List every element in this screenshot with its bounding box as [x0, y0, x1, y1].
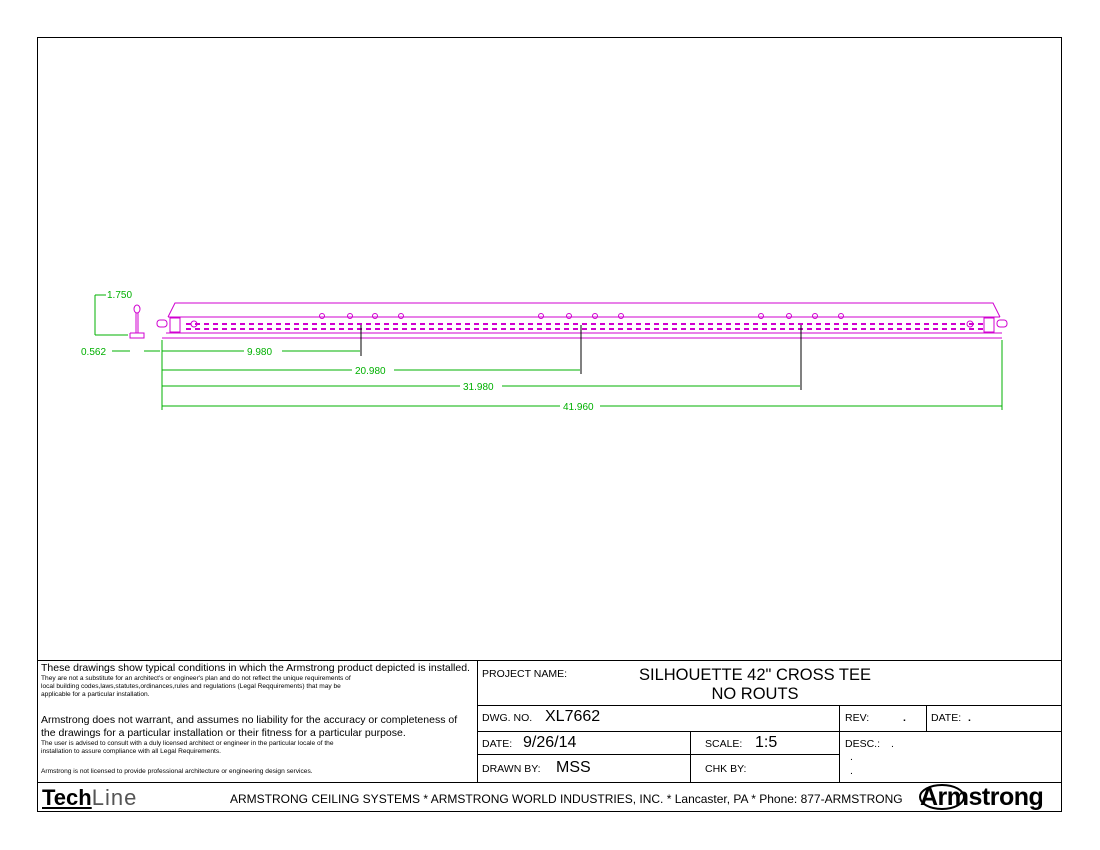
dimension-leaders: [360, 325, 802, 390]
hole: [786, 313, 792, 319]
techline-logo-bold: Tech: [42, 785, 92, 810]
title-block-bottom-border: [37, 782, 1062, 783]
row-divider-3: [477, 754, 839, 755]
cross-tee-elevation: [156, 302, 1008, 339]
tee-top-edge: [167, 302, 1001, 318]
disclaimer-p2-line3: The user is advised to consult with a du…: [41, 740, 334, 747]
end-tab-right: [996, 319, 1008, 328]
hole: [838, 313, 844, 319]
disclaimer-p2-lead-1: Armstrong does not warrant, and assumes …: [41, 714, 458, 726]
desc-extra-2: .: [850, 765, 853, 777]
scale-value: 1:5: [755, 734, 778, 751]
disclaimer-p1-line3: local building codes,laws,statutes,ordin…: [41, 683, 341, 690]
dim-base-label: 0.562: [81, 347, 106, 358]
disclaimer-p1-lead: These drawings show typical conditions i…: [41, 662, 470, 674]
armstrong-logo: Armstrong: [920, 783, 1044, 811]
rev-value: .: [903, 712, 906, 724]
disclaimer-p1-line4: applicable for a particular installation…: [41, 691, 150, 698]
col-divider-scale: [690, 731, 691, 782]
profile-flange: [129, 332, 145, 339]
profile-bulb: [133, 304, 141, 314]
end-hole: [190, 320, 198, 328]
disclaimer-p3: Armstrong is not licensed to provide pro…: [41, 768, 313, 775]
hole: [812, 313, 818, 319]
desc-label: DESC.:: [845, 738, 881, 750]
desc-extra-1: .: [850, 751, 853, 763]
hole: [372, 313, 378, 319]
row-divider-2: [477, 731, 1062, 732]
rev-label: REV:: [845, 712, 870, 724]
scale-label: SCALE:: [705, 738, 743, 750]
dimensions: [94, 294, 1003, 410]
col-divider-rev: [839, 705, 840, 782]
drawn-by-label: DRAWN BY:: [482, 763, 541, 775]
title-block-top-border: [37, 660, 1062, 661]
chk-by-label: CHK BY:: [705, 763, 747, 775]
slot-row: [186, 323, 983, 330]
col-divider-main: [477, 660, 478, 782]
hole: [566, 313, 572, 319]
techline-logo: TechLine: [42, 785, 137, 811]
end-clip-right: [983, 317, 995, 333]
hole: [398, 313, 404, 319]
end-clip-left: [169, 317, 181, 333]
armstrong-logo-swoosh: [919, 784, 965, 810]
hole: [347, 313, 353, 319]
date-label: DATE:: [482, 738, 513, 750]
dim1-label: 9.980: [247, 347, 272, 358]
dim3-label: 31.980: [463, 382, 494, 393]
col-divider-date: [926, 705, 927, 731]
hole: [592, 313, 598, 319]
techline-logo-light: Line: [91, 785, 138, 810]
project-name-line2: NO ROUTS: [711, 685, 799, 703]
disclaimer-p1-line2: They are not a substitute for an archite…: [41, 675, 351, 682]
hole: [319, 313, 325, 319]
project-name-line1: SILHOUETTE 42" CROSS TEE: [638, 666, 872, 684]
desc-value: .: [891, 738, 894, 750]
dim4-label: 41.960: [563, 402, 594, 413]
dwg-no-value: XL7662: [545, 708, 601, 725]
dimension-labels: 1.750 0.562 9.980 20.980 31.980 41.960: [81, 290, 594, 413]
company-info: ARMSTRONG CEILING SYSTEMS * ARMSTRONG WO…: [230, 792, 903, 806]
hole: [618, 313, 624, 319]
disclaimer-p2-lead-2: the drawings for a particular installati…: [41, 727, 406, 739]
dwg-no-label: DWG. NO.: [482, 712, 533, 724]
dim2-label: 20.980: [355, 366, 386, 377]
end-hole: [966, 320, 974, 328]
dim-height-label: 1.750: [107, 290, 132, 301]
hole: [538, 313, 544, 319]
hole: [758, 313, 764, 319]
drawing-sheet: [37, 37, 1062, 812]
end-tab-left: [156, 319, 168, 328]
hole-row: [190, 313, 974, 328]
disclaimer-p2-line4: installation to assure compliance with a…: [41, 748, 221, 755]
row-divider-1: [477, 705, 1062, 706]
drawn-by-value: MSS: [556, 759, 591, 776]
project-name-label: PROJECT NAME:: [482, 668, 567, 680]
date-value-right: .: [968, 712, 971, 724]
date-label-right: DATE:: [931, 712, 962, 724]
date-value: 9/26/14: [523, 734, 577, 751]
tee-profile: [129, 304, 145, 339]
